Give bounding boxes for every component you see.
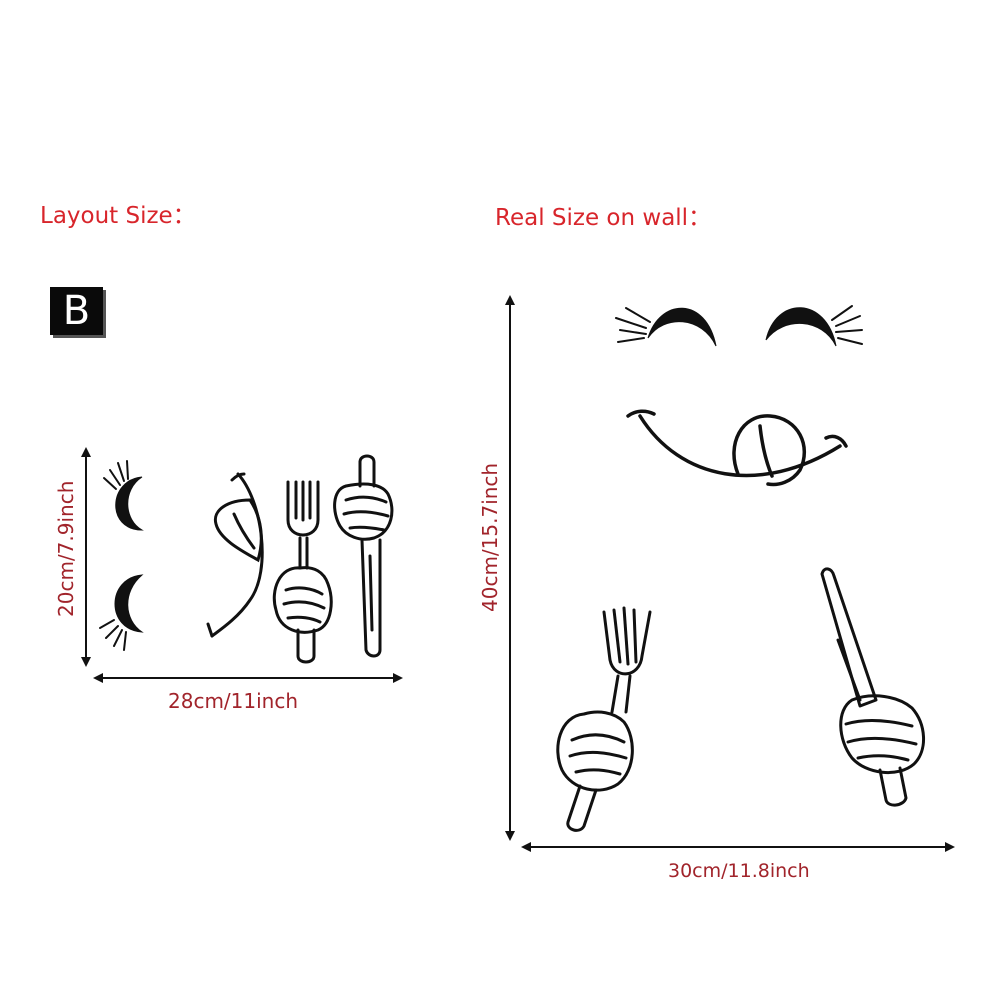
hand-holding-knife-icon [820, 567, 926, 807]
real-width-label: 30cm/11.8inch [668, 860, 810, 882]
hand-holding-fork-icon [272, 480, 333, 664]
eyelash-eye-icon [99, 574, 144, 651]
smiling-mouth-tongue-icon [626, 409, 848, 487]
layout-size-heading: Layout Size： [40, 203, 196, 229]
smiling-mouth-tongue-icon [206, 472, 264, 638]
eyelash-eye-icon [765, 305, 863, 347]
eyelash-eye-icon [615, 307, 717, 347]
layout-width-label: 28cm/11inch [168, 689, 299, 713]
variant-badge: B [50, 287, 103, 335]
eyelash-eye-icon [103, 460, 144, 531]
hand-holding-fork-icon [556, 606, 652, 832]
dimension-arrow-icon [81, 295, 955, 852]
hand-holding-knife-icon [333, 454, 394, 658]
real-size-heading: Real Size on wall： [495, 205, 712, 231]
